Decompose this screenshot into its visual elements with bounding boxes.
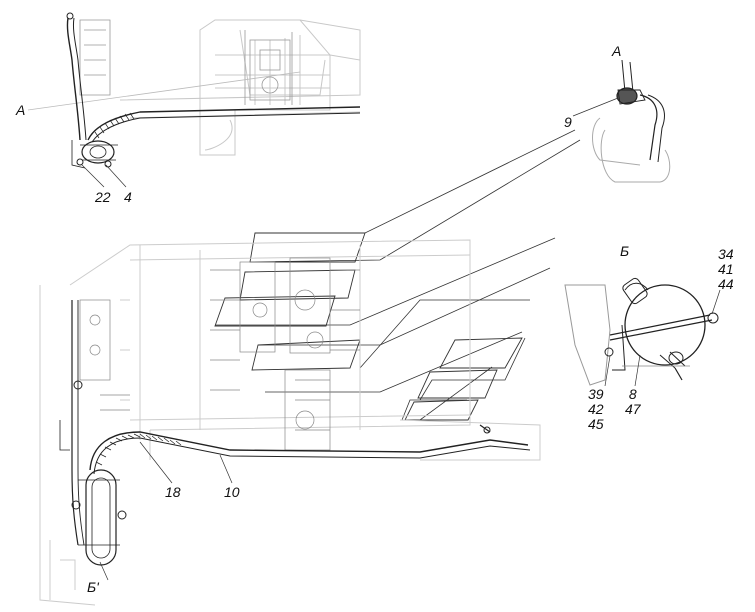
position-22-label: 22 [95,189,111,205]
view-a-detail [592,59,671,183]
leader-b-prime [99,561,109,581]
section-boxes [214,232,523,421]
leader-a-left [27,71,301,111]
leader-34 [711,289,721,315]
position-34-label: 34 [718,246,734,262]
position-10-label: 10 [224,484,240,500]
leader-4 [105,164,127,188]
top-left-pipe-assembly [66,12,361,169]
position-18-label: 18 [165,484,181,500]
view-b-label: Б [620,243,630,259]
main-engine-detail [79,257,360,451]
position-42-label: 42 [588,401,604,417]
position-47-label: 47 [625,401,641,417]
position-8-label: 8 [628,386,637,402]
position-45-label: 45 [588,416,604,432]
position-44-label: 44 [718,276,734,292]
view-a-right-label: А [612,43,622,59]
section-projection-lines [215,129,581,421]
position-41-label: 41 [718,261,734,277]
main-pipe-assembly [59,300,531,566]
position-9-label: 9 [564,114,572,130]
view-b-detail [564,277,719,386]
top-cab-outline [119,19,361,156]
leader-22 [81,164,105,188]
position-39-label: 39 [588,386,604,402]
position-stack-34-41-44: 34 41 44 [718,247,734,292]
leader-9 [572,97,619,117]
leader-8 [634,354,641,387]
view-b-prime-label: Б' [87,579,99,595]
top-engine-detail [79,19,293,105]
position-stack-39-42-45: 39 42 45 [588,387,604,432]
leader-10 [219,454,233,484]
view-a-left-label: А [16,102,26,118]
position-4-label: 4 [124,189,132,205]
position-stack-8-47: 8 47 [625,387,641,417]
leader-18 [139,441,173,484]
main-cab-outline [39,239,541,606]
leader-39 [604,355,611,387]
